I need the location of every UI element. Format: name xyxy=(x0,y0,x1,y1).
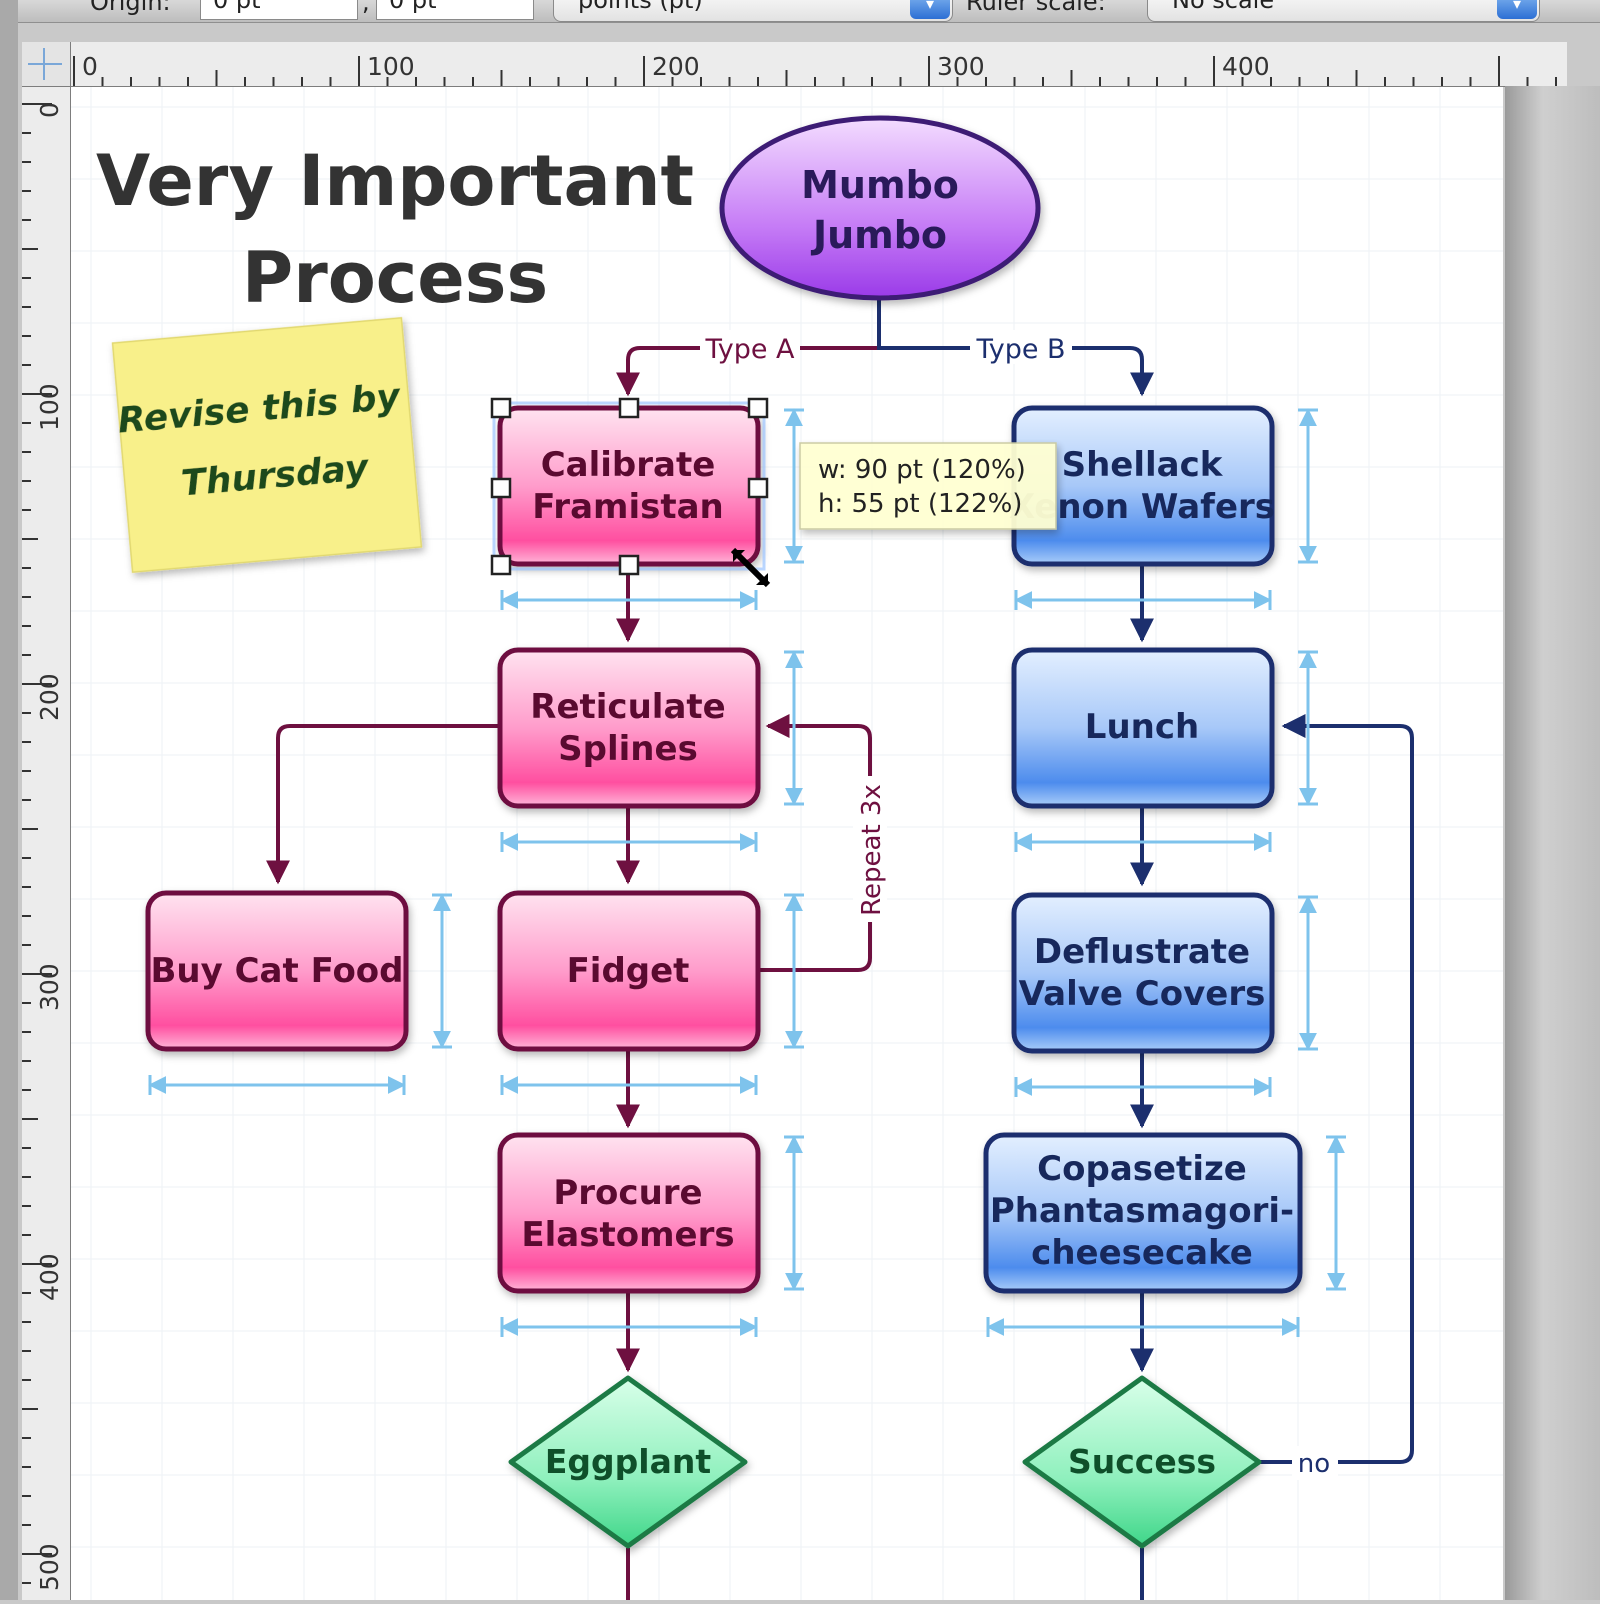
node-eggplant[interactable] xyxy=(508,1375,748,1549)
node-reticulate-line2: Splines xyxy=(558,729,698,769)
ruler-label-v-0: 0 xyxy=(35,102,64,118)
resize-handle-top-right[interactable] xyxy=(747,397,769,419)
popup-arrows-icon: ▾ xyxy=(910,0,950,19)
origin-label: Origin: xyxy=(90,0,171,16)
node-lunch[interactable] xyxy=(1011,647,1275,809)
horizontal-ruler[interactable]: 0 100 200 300 400 xyxy=(22,42,1567,87)
toolbar: Origin: 0 pt , 0 pt points (pt) ▾ Ruler … xyxy=(0,0,1600,23)
ruler-label-h-400: 400 xyxy=(1222,52,1270,81)
node-success[interactable] xyxy=(1022,1375,1262,1549)
ruler-origin-corner[interactable] xyxy=(22,42,71,87)
resize-handle-top-left[interactable] xyxy=(490,397,512,419)
size-guides xyxy=(148,408,1346,1337)
ruler-label-v-500: 500 xyxy=(35,1543,64,1591)
node-mumbo-jumbo[interactable] xyxy=(719,115,1041,301)
resize-handle-right[interactable] xyxy=(747,477,769,499)
window-scroll-edge xyxy=(1505,86,1600,1600)
ruler-label-h-0: 0 xyxy=(82,52,98,81)
node-buy-cat-food-label: Buy Cat Food xyxy=(150,951,403,991)
node-copasetize-line2: Phantasmagori- xyxy=(990,1191,1294,1231)
diagram-title-line2[interactable]: Process xyxy=(242,237,548,319)
tooltip-height: h: 55 pt (122%) xyxy=(818,489,1022,519)
connector-type-a[interactable] xyxy=(616,346,879,397)
connector-no-loop[interactable] xyxy=(1260,714,1414,1464)
crosshair-icon xyxy=(28,48,62,80)
window-edge xyxy=(0,0,18,1600)
diagram-title-line1[interactable]: Very Important xyxy=(96,140,694,222)
ruler-label-v-100: 100 xyxy=(35,383,64,431)
origin-separator: , xyxy=(362,0,370,16)
node-deflustrate-valve-covers[interactable] xyxy=(1011,892,1275,1054)
label-type-a[interactable]: Type A xyxy=(704,334,795,365)
node-procure-elastomers[interactable] xyxy=(497,1132,761,1294)
label-repeat[interactable]: Repeat 3x xyxy=(857,784,887,916)
ruler-label-v-200: 200 xyxy=(35,673,64,721)
node-eggplant-label: Eggplant xyxy=(545,1442,711,1481)
node-mumbo-jumbo-line2: Jumbo xyxy=(810,213,947,257)
sticky-note[interactable]: Revise this by Thursday xyxy=(111,316,423,574)
node-calibrate-line2: Framistan xyxy=(532,487,723,527)
node-calibrate-framistan[interactable] xyxy=(497,405,761,567)
node-lunch-label: Lunch xyxy=(1085,707,1199,747)
node-procure-line2: Elastomers xyxy=(521,1215,734,1255)
node-shellack-line1: Shellack xyxy=(1062,445,1224,485)
selection-frame[interactable] xyxy=(490,397,771,588)
resize-handle-top[interactable] xyxy=(618,397,640,419)
popup-arrows-icon: ▾ xyxy=(1497,0,1537,19)
ruler-scale-popup[interactable]: No scale ▾ xyxy=(1147,0,1540,22)
resize-handle-left[interactable] xyxy=(490,477,512,499)
ruler-label-h-300: 300 xyxy=(937,52,985,81)
tooltip-width: w: 90 pt (120%) xyxy=(818,455,1026,485)
ruler-scale-label: Ruler scale: xyxy=(966,0,1106,16)
resize-tooltip: w: 90 pt (120%) h: 55 pt (122%) xyxy=(799,442,1057,530)
node-reticulate-splines[interactable] xyxy=(497,647,761,809)
ruler-label-v-300: 300 xyxy=(35,963,64,1011)
ruler-scale-value: No scale xyxy=(1172,0,1275,14)
node-fidget[interactable] xyxy=(497,890,761,1052)
ruler-label-v-400: 400 xyxy=(35,1253,64,1301)
diagram-canvas[interactable]: Very Important Process Revise this by Th… xyxy=(71,87,1503,1600)
units-value: points (pt) xyxy=(578,0,703,14)
connector-type-b[interactable] xyxy=(877,300,1154,397)
node-procure-line1: Procure xyxy=(553,1173,702,1213)
connector-reticulate-buy-cat-food[interactable] xyxy=(266,724,500,885)
node-copasetize-line1: Copasetize xyxy=(1037,1149,1247,1189)
ruler-label-h-100: 100 xyxy=(367,52,415,81)
label-type-b[interactable]: Type B xyxy=(975,334,1065,365)
vertical-ruler[interactable]: 0 100 200 300 400 500 xyxy=(22,86,71,1600)
node-fidget-label: Fidget xyxy=(567,951,690,991)
node-deflustrate-line1: Deflustrate xyxy=(1034,932,1250,972)
origin-x-field[interactable]: 0 pt xyxy=(200,0,358,20)
node-deflustrate-line2: Valve Covers xyxy=(1019,974,1266,1014)
resize-handle-bottom[interactable] xyxy=(618,554,640,576)
ruler-label-h-200: 200 xyxy=(652,52,700,81)
node-calibrate-line1: Calibrate xyxy=(541,445,716,485)
units-popup[interactable]: points (pt) ▾ xyxy=(553,0,953,22)
origin-y-field[interactable]: 0 pt xyxy=(376,0,534,20)
node-success-label: Success xyxy=(1068,1442,1216,1481)
node-mumbo-jumbo-line1: Mumbo xyxy=(801,163,959,207)
node-reticulate-line1: Reticulate xyxy=(530,687,725,727)
resize-cursor-icon xyxy=(730,547,771,588)
label-no[interactable]: no xyxy=(1298,1449,1330,1479)
node-copasetize-line3: cheesecake xyxy=(1031,1233,1253,1273)
node-buy-cat-food[interactable] xyxy=(145,890,409,1052)
resize-handle-bottom-left[interactable] xyxy=(490,554,512,576)
node-copasetize[interactable] xyxy=(983,1132,1303,1294)
